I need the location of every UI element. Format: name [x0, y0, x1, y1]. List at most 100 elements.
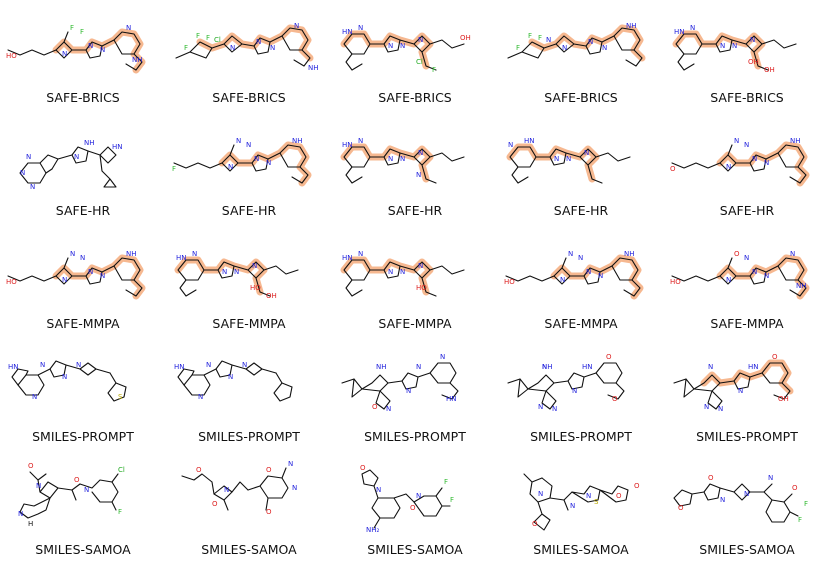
- bond: [247, 475, 289, 499]
- atom-label: N: [228, 163, 233, 171]
- atom-label: N: [230, 44, 235, 52]
- bond: [87, 150, 101, 156]
- bond: [63, 257, 69, 269]
- bond: [211, 43, 225, 49]
- bond: [677, 53, 695, 71]
- atom-label: N: [552, 405, 557, 413]
- bond: [399, 39, 415, 45]
- atom-label: HO: [250, 284, 261, 292]
- bond: [57, 154, 73, 160]
- bond: [429, 362, 457, 384]
- bond: [175, 51, 191, 59]
- bond: [181, 473, 213, 483]
- atom-label: HN: [582, 363, 593, 371]
- atom-label: N: [538, 490, 543, 498]
- atom-label: N: [88, 42, 93, 50]
- bond: [39, 481, 59, 499]
- atom-label: N: [192, 250, 197, 258]
- atom-label: N: [562, 44, 567, 52]
- bond: [361, 469, 379, 487]
- atom-label: Cl: [416, 58, 423, 66]
- bond: [429, 265, 465, 275]
- bond: [231, 364, 247, 370]
- bond: [255, 277, 271, 297]
- atom-label: NH: [626, 22, 637, 30]
- atom-label: N: [70, 250, 75, 258]
- atom-label: N: [100, 272, 105, 280]
- bond: [101, 265, 115, 273]
- bond: [37, 479, 41, 493]
- atom-label: NH₂: [366, 526, 380, 534]
- atom-label: O: [634, 482, 640, 490]
- atom-label: N: [538, 403, 543, 411]
- bond: [777, 257, 805, 281]
- atom-label: N: [388, 155, 393, 163]
- atom-label: NH: [790, 137, 801, 145]
- fragment-highlight: [716, 254, 810, 300]
- bond: [211, 481, 215, 495]
- atom-label: O: [708, 474, 714, 482]
- bond: [223, 499, 229, 511]
- bond: [761, 362, 789, 384]
- atom-label: HN: [524, 137, 535, 145]
- atom-label: F: [196, 32, 200, 40]
- bond: [113, 31, 141, 55]
- atom-label: N: [570, 502, 575, 510]
- bond: [45, 168, 53, 174]
- bond: [217, 261, 235, 279]
- bond: [387, 380, 403, 384]
- bond: [183, 374, 211, 396]
- bond: [601, 35, 615, 43]
- bond: [765, 265, 779, 273]
- bond: [789, 279, 807, 297]
- method-label: SAFE-HR: [55, 203, 111, 218]
- atom-label: N: [358, 250, 363, 258]
- atom-label: N: [266, 159, 271, 167]
- bond: [773, 382, 791, 400]
- atom-label: N: [376, 486, 381, 494]
- atom-label: NH: [308, 64, 319, 72]
- bond: [361, 374, 389, 392]
- bond: [753, 51, 769, 71]
- atom-label: OH: [748, 58, 759, 66]
- bond: [567, 372, 585, 390]
- method-label: SMILES-PROMPT: [198, 429, 300, 444]
- atom-label: N: [386, 405, 391, 413]
- atom-label: F: [516, 44, 520, 52]
- atom-label: HN: [174, 363, 185, 371]
- bond: [703, 483, 721, 501]
- atom-label: F: [80, 28, 84, 36]
- atom-label: N: [768, 474, 773, 482]
- atom-label: NH: [84, 139, 95, 147]
- bond: [111, 473, 119, 483]
- bond: [215, 360, 233, 378]
- atom-label: HN: [342, 141, 353, 149]
- atom-label: NH: [292, 137, 303, 145]
- atom-label: O: [734, 250, 740, 258]
- bond: [57, 483, 81, 491]
- atom-label: N: [588, 38, 593, 46]
- bond: [393, 493, 415, 503]
- atom-label: N: [418, 36, 423, 44]
- bond: [399, 152, 415, 158]
- atom-label: O: [360, 464, 366, 472]
- atom-label: O: [74, 476, 80, 484]
- bond: [107, 382, 127, 402]
- bond: [543, 43, 557, 49]
- atom-label: N: [586, 492, 591, 500]
- atom-label: N: [126, 24, 131, 32]
- atom-label: N: [440, 353, 445, 361]
